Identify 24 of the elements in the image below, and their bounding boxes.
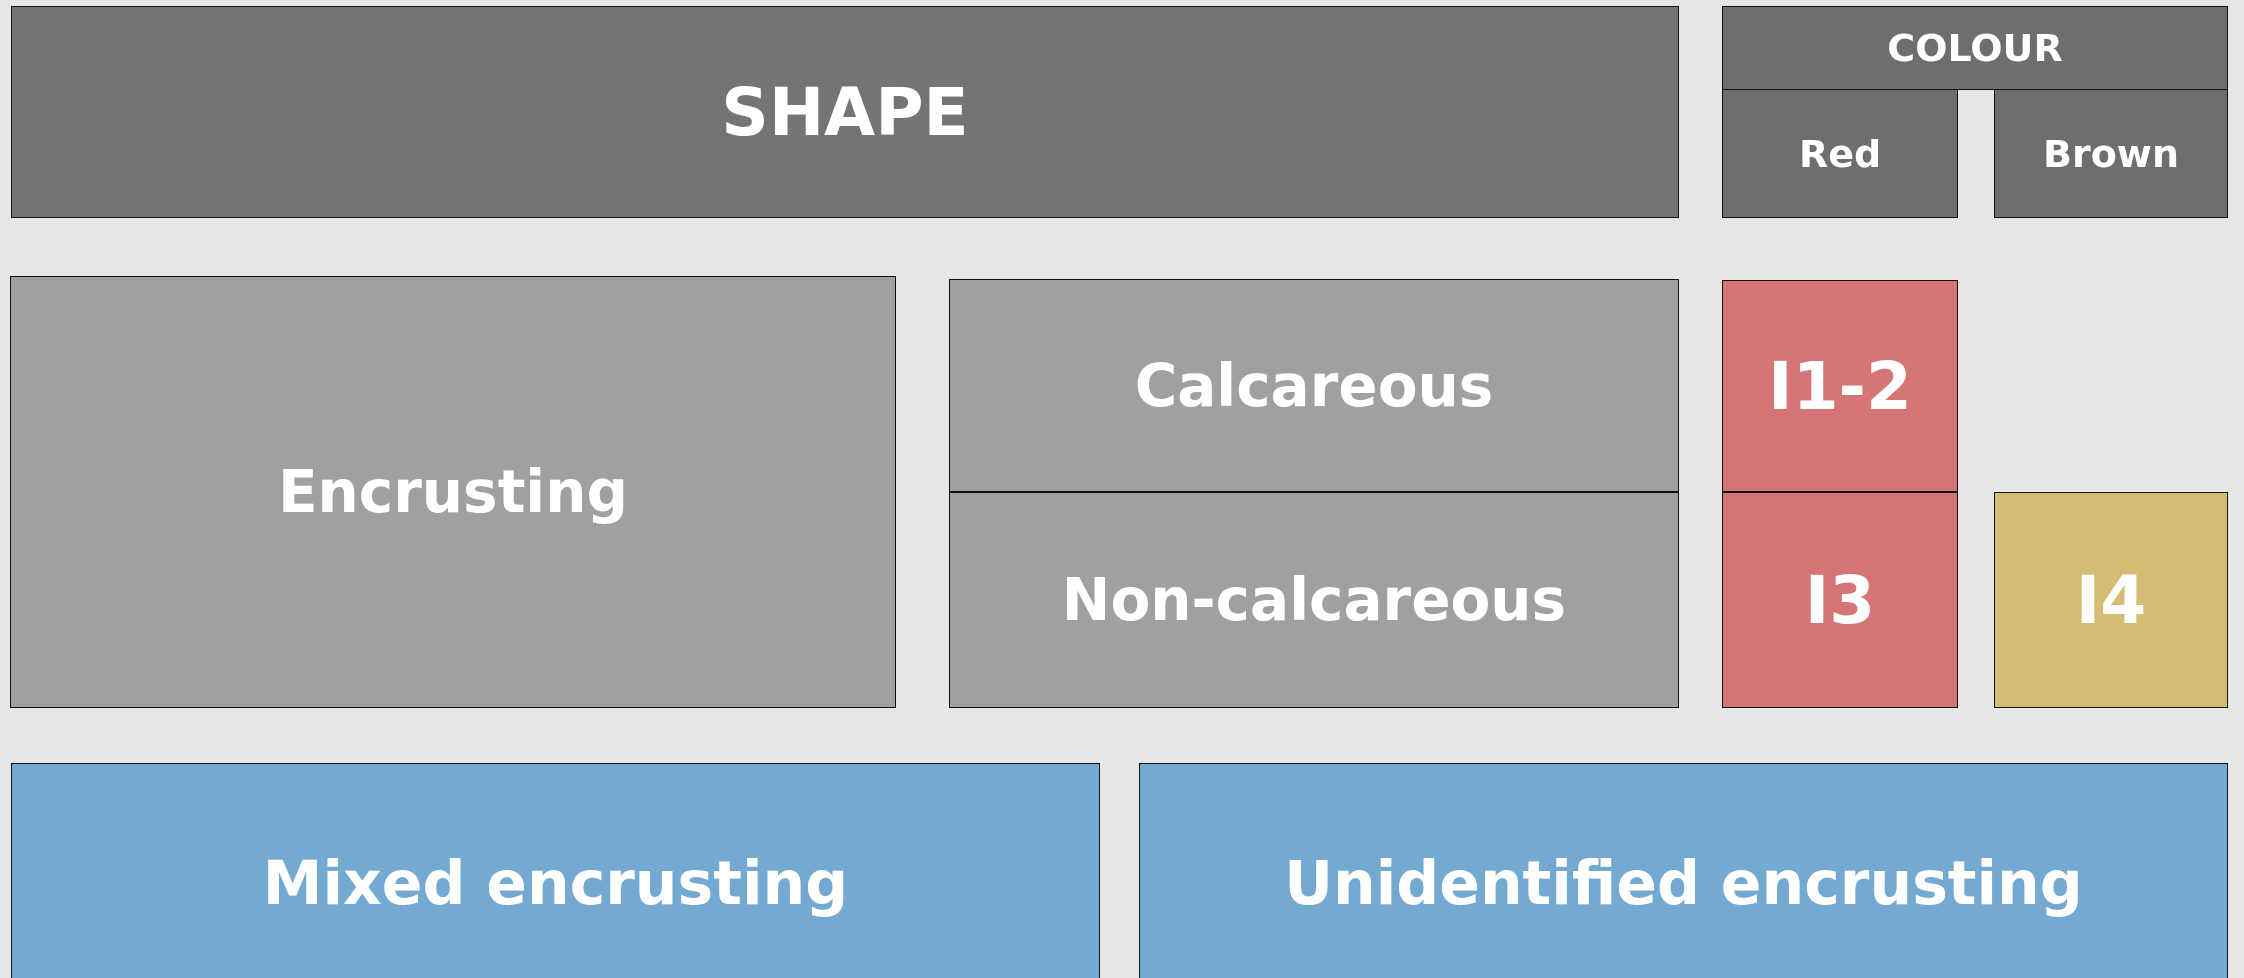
category-label: Non-calcareous <box>1061 566 1567 634</box>
category-label: I3 <box>1804 561 1876 639</box>
category-label: SHAPE <box>721 73 969 151</box>
category-header <box>1722 89 1958 218</box>
class-box <box>1994 492 2228 708</box>
category-label: Red <box>1798 131 1882 176</box>
category-label: I1-2 <box>1768 347 1912 425</box>
category-label: Encrusting <box>277 458 629 526</box>
category-header <box>1994 89 2228 218</box>
category-box <box>1139 763 2228 978</box>
category-header <box>11 6 1679 218</box>
class-box <box>1722 492 1958 708</box>
category-label: I4 <box>2075 561 2147 639</box>
category-label: Calcareous <box>1134 351 1494 420</box>
category-label: Mixed encrusting <box>262 848 849 918</box>
category-box <box>11 763 1100 978</box>
category-label: Brown <box>2043 131 2179 176</box>
category-label: Unidentified encrusting <box>1284 848 2083 918</box>
category-box <box>949 279 1679 492</box>
category-header <box>1722 6 2228 90</box>
category-box <box>949 492 1679 708</box>
category-box <box>10 276 896 708</box>
category-label: COLOUR <box>1887 26 2063 70</box>
class-box <box>1722 280 1958 492</box>
